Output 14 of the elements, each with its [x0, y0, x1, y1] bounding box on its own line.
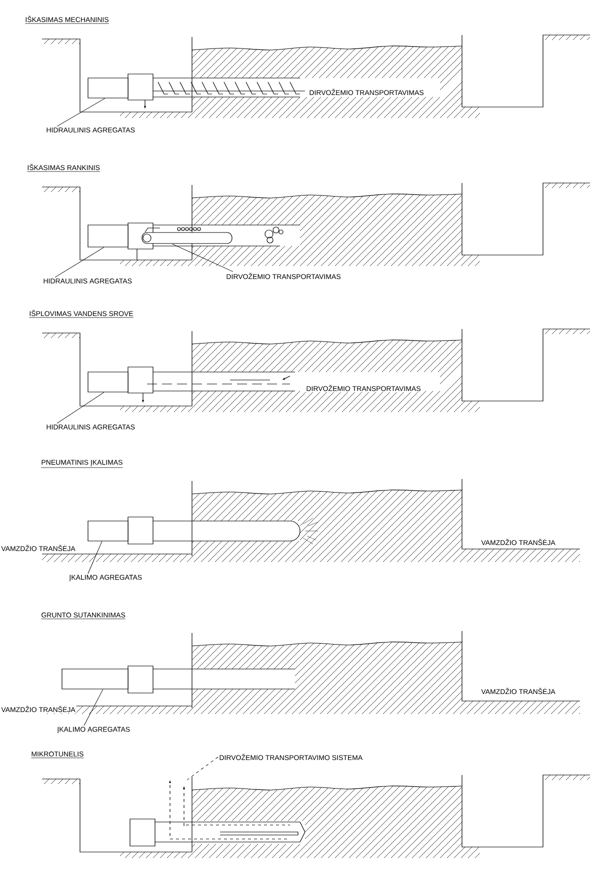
leader-line: [56, 392, 104, 424]
drive-unit: [88, 372, 128, 392]
drive-unit: [88, 520, 128, 542]
conveyor-belt: [142, 232, 232, 244]
leader-line: [172, 244, 234, 272]
drive-unit: [62, 668, 128, 690]
leader-line: [186, 756, 218, 780]
leader-line: [56, 98, 106, 127]
drive-unit: [88, 224, 128, 248]
transport-arrows: [169, 780, 185, 836]
drive-unit: [88, 78, 128, 98]
leader-line: [88, 541, 102, 574]
leader-line: [84, 689, 104, 726]
leader-line: [54, 247, 104, 278]
